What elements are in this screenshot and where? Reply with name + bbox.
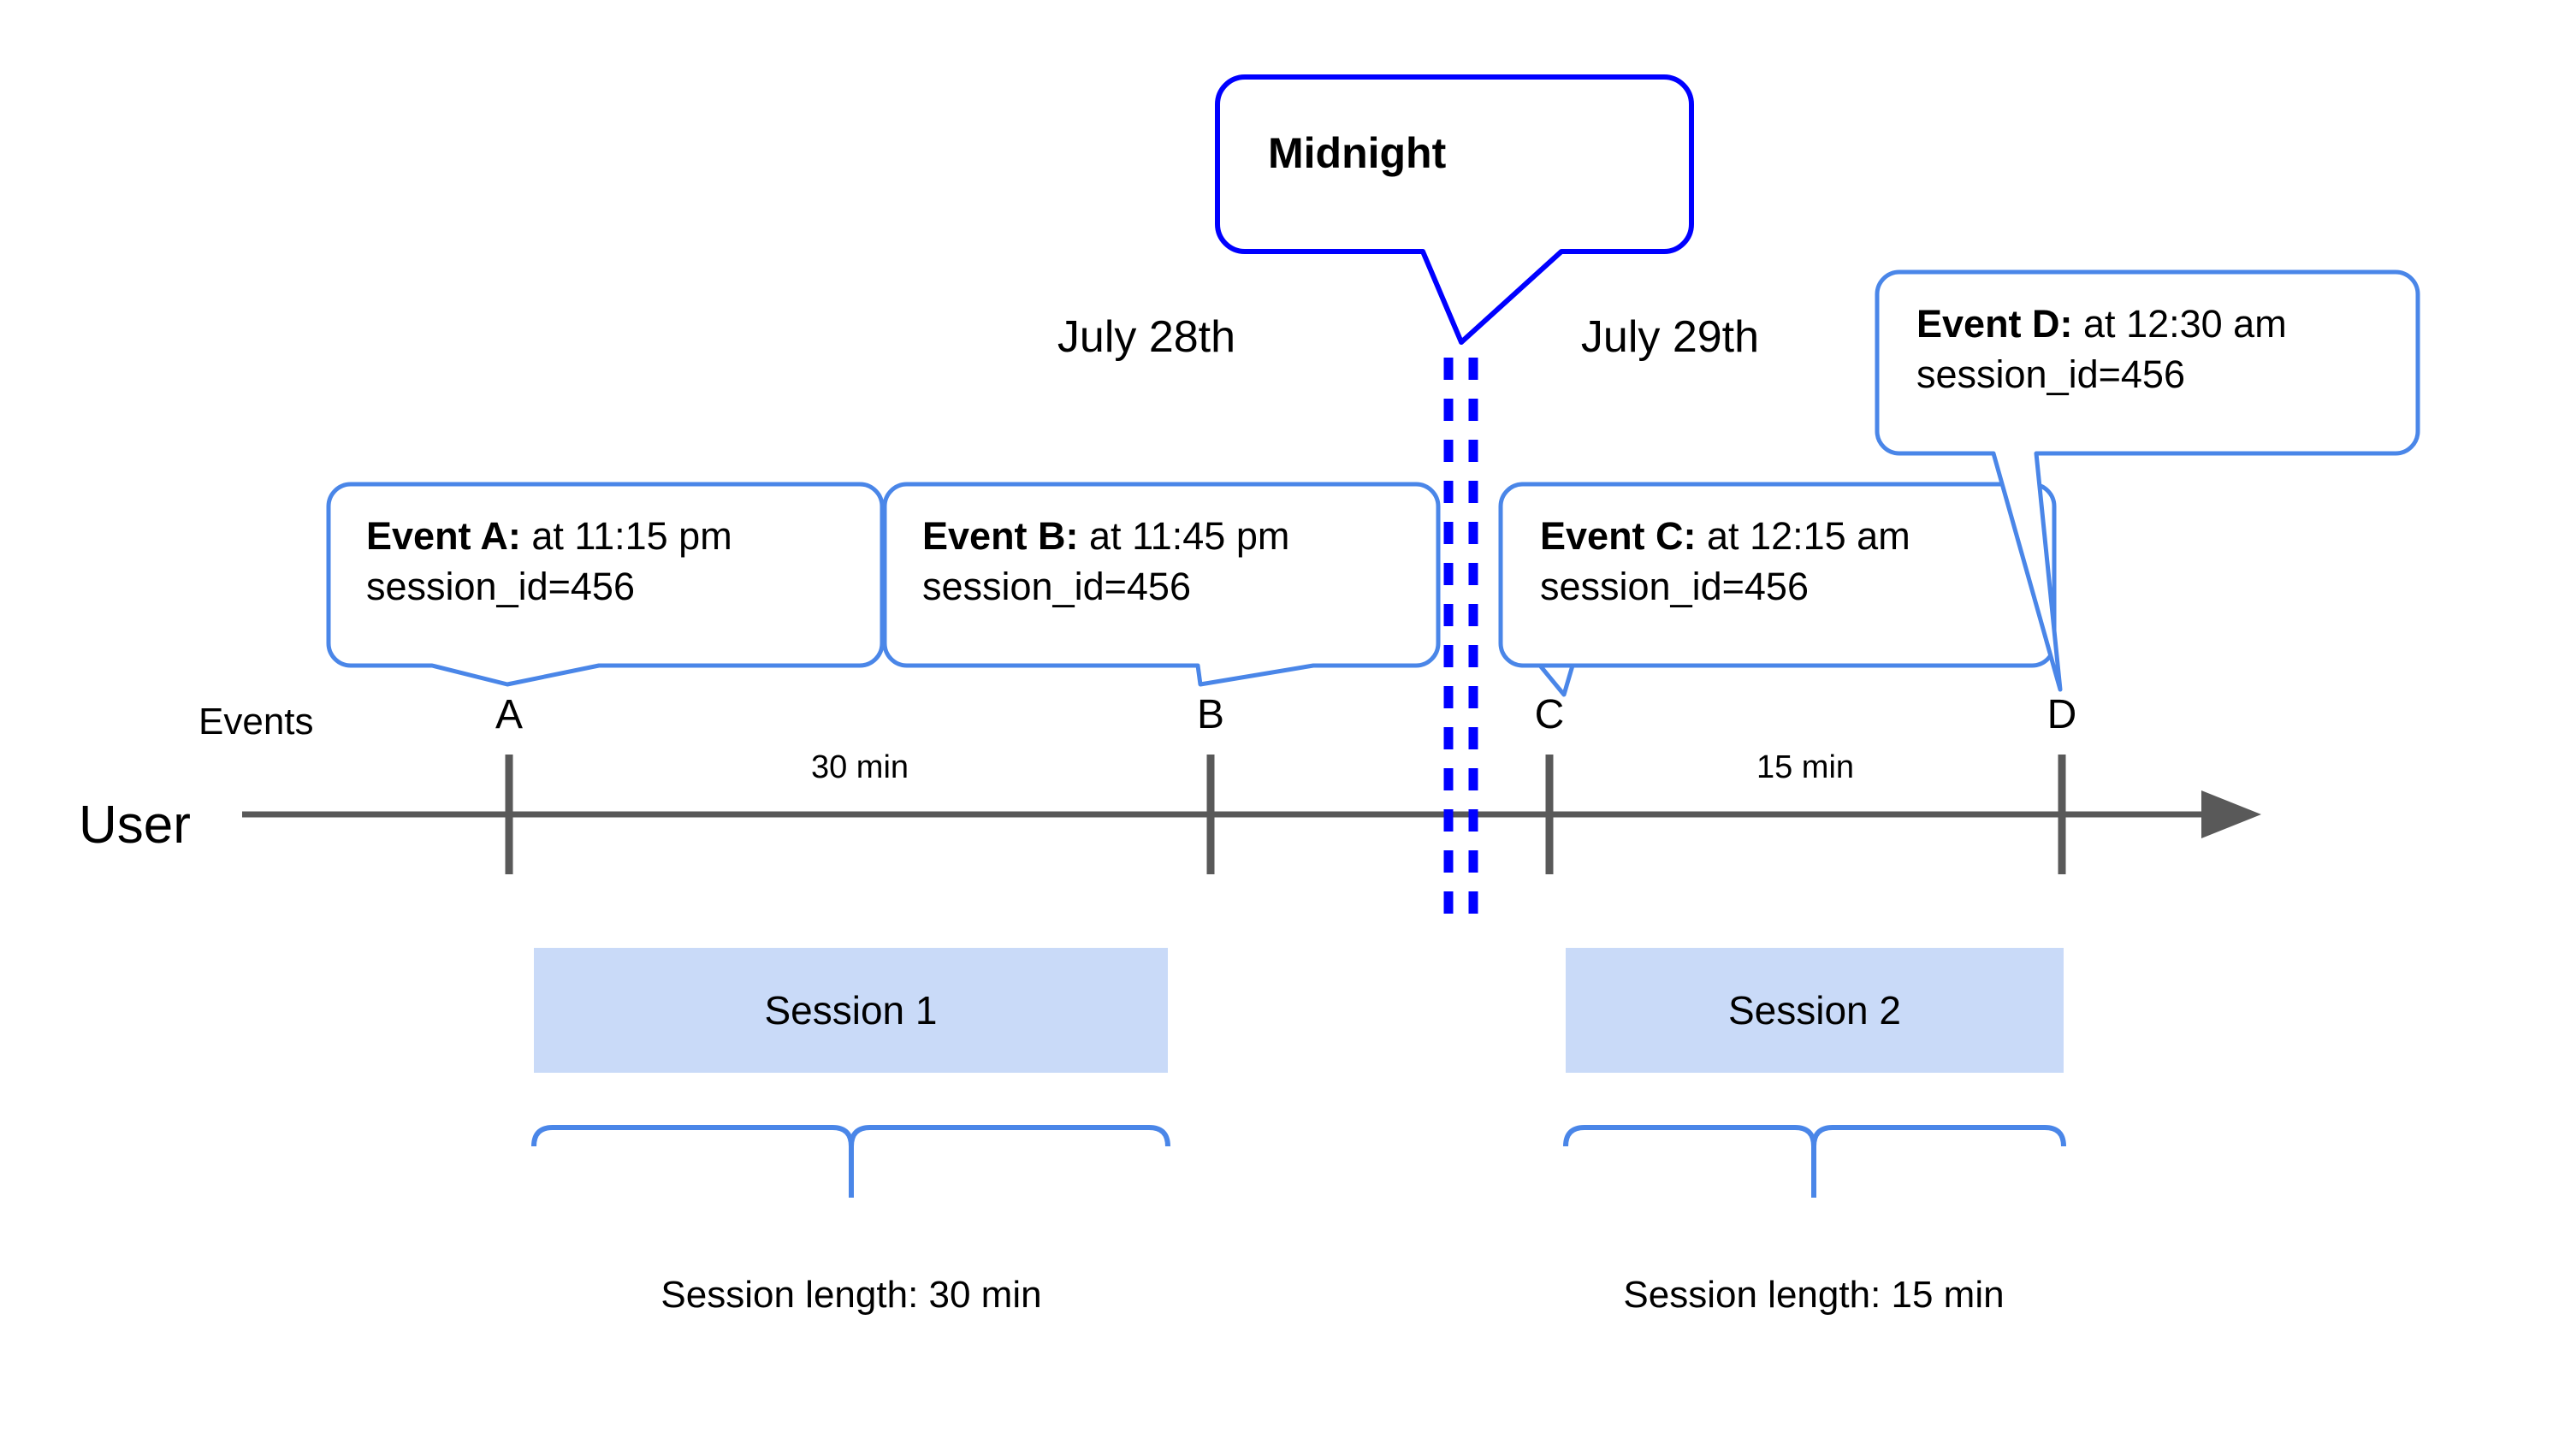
event-a-title: Event A: [366, 514, 521, 558]
event-c-time: at 12:15 am [1696, 514, 1910, 558]
session-1-brace-path [531, 1125, 1170, 1147]
event-d-callout[interactable] [1875, 269, 2420, 692]
session-1-length-label: Session length: 30 min [660, 1274, 1042, 1316]
session-1-box[interactable]: Session 1 [534, 948, 1168, 1073]
event-b-callout[interactable] [882, 482, 1441, 687]
event-b-callout-text: Event B: at 11:45 pm session_id=456 [922, 512, 1289, 612]
tick-letter-b: B [1196, 692, 1224, 737]
session-2-length-label: Session length: 15 min [1623, 1274, 2005, 1316]
event-a-time: at 11:15 pm [520, 514, 732, 558]
event-b-callout-shape [882, 482, 1441, 687]
event-a-callout[interactable] [326, 482, 885, 687]
event-d-time: at 12:30 am [2072, 302, 2287, 346]
event-c-callout-text: Event C: at 12:15 am session_id=456 [1540, 512, 1910, 612]
session-2-box[interactable]: Session 2 [1566, 948, 2064, 1073]
gap-label-c-d: 15 min [1756, 749, 1855, 785]
day-label-july-28: July 28th [1057, 312, 1236, 362]
session-1-brace [531, 1125, 1170, 1198]
event-c-callout-shape [1498, 482, 2057, 697]
event-c-session-id: session_id=456 [1540, 564, 1809, 608]
event-a-session-id: session_id=456 [366, 564, 635, 608]
event-a-callout-text: Event A: at 11:15 pm session_id=456 [366, 512, 732, 612]
event-a-callout-shape [326, 482, 885, 687]
midnight-divider [1443, 358, 1478, 929]
session-2-brace-path [1563, 1125, 2066, 1147]
tick-letter-d: D [2047, 692, 2077, 737]
tick-letter-a: A [495, 692, 523, 737]
event-c-title: Event C: [1540, 514, 1697, 558]
event-d-title: Event D: [1916, 302, 2073, 346]
day-label-july-29: July 29th [1580, 312, 1760, 362]
event-d-session-id: session_id=456 [1916, 352, 2185, 396]
midnight-callout-shape [1215, 74, 1694, 345]
session-1-label: Session 1 [764, 988, 938, 1033]
midnight-label: Midnight [1268, 129, 1447, 177]
event-d-callout-shape [1875, 269, 2420, 692]
event-b-time: at 11:45 pm [1078, 514, 1290, 558]
axis-events-label: Events [198, 701, 314, 743]
event-b-session-id: session_id=456 [922, 564, 1191, 608]
tick-letter-c: C [1534, 692, 1565, 737]
event-c-callout[interactable] [1498, 482, 2057, 697]
session-2-brace [1563, 1125, 2066, 1198]
axis-row-label-user: User [79, 796, 191, 855]
midnight-callout[interactable] [1215, 74, 1694, 345]
timeline-axis [242, 755, 2261, 874]
event-b-title: Event B: [922, 514, 1079, 558]
session-2-label: Session 2 [1727, 988, 1901, 1033]
event-d-callout-text: Event D: at 12:30 am session_id=456 [1916, 299, 2287, 400]
gap-label-a-b: 30 min [810, 749, 909, 785]
